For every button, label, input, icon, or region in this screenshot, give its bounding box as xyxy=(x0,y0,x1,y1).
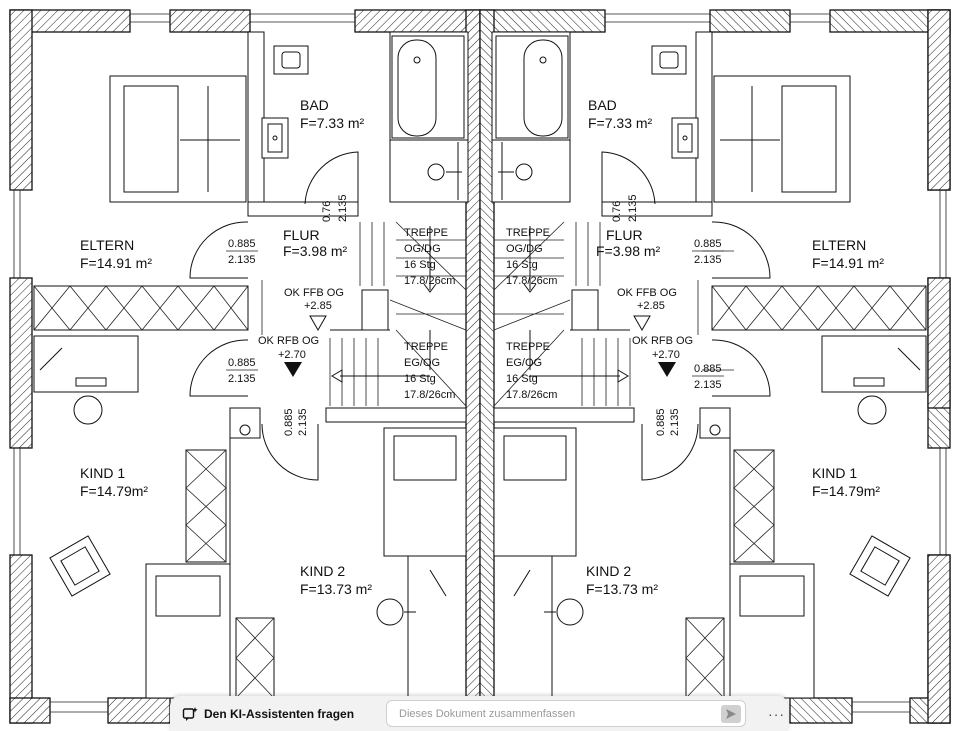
stair-eg-steps-right: 16 Stg xyxy=(506,373,538,385)
wall-top-right-mirror xyxy=(479,9,606,33)
stair-eg-rise-right: 17.8/26cm xyxy=(506,389,557,401)
wall-top-mid xyxy=(169,9,251,33)
send-icon xyxy=(726,708,737,719)
room-name-kind1: KIND 1 xyxy=(80,465,125,481)
door-dim-width-2-right: 0.885 xyxy=(694,363,722,375)
wall-right-top xyxy=(927,9,951,191)
stair-eg-name: TREPPE xyxy=(404,341,448,353)
door-dim-bath-width-right: 0.76 xyxy=(611,201,623,222)
stair-og-floors: OG/DG xyxy=(404,243,441,255)
house-half-right xyxy=(479,9,951,724)
ask-ai-assistant-label: Den KI-Assistenten fragen xyxy=(204,706,355,721)
wall-top-right xyxy=(354,9,481,33)
wall-left-top xyxy=(9,9,33,191)
wardrobe-band-mirror xyxy=(711,285,927,331)
room-name-bad: BAD xyxy=(300,97,329,113)
room-name-flur-right: FLUR xyxy=(606,227,643,243)
house-half-right-labels: BAD F=7.33 m² FLUR F=3.98 m² ELTERN F=14… xyxy=(506,97,884,597)
door-dim-vert-width: 0.885 xyxy=(283,408,295,436)
door-dim-vert-width-right: 0.885 xyxy=(655,408,667,436)
stair-og-name: TREPPE xyxy=(404,227,448,239)
room-area-kind2: F=13.73 m² xyxy=(300,581,372,597)
door-dim-width-2: 0.885 xyxy=(228,357,256,369)
level-rfb-label-right: OK RFB OG xyxy=(632,335,693,347)
level-rfb-label: OK RFB OG xyxy=(258,335,319,347)
room-name-kind1-right: KIND 1 xyxy=(812,465,857,481)
room-name-eltern: ELTERN xyxy=(80,237,134,253)
bathtub-mirror xyxy=(495,35,569,139)
more-options-button[interactable]: ··· xyxy=(768,705,786,722)
room-area-bad-right: F=7.33 m² xyxy=(588,115,653,131)
stair-og-rise: 17.8/26cm xyxy=(404,275,455,287)
level-ffb-label-right: OK FFB OG xyxy=(617,287,677,299)
level-ffb-label: OK FFB OG xyxy=(284,287,344,299)
wall-right-mid xyxy=(927,277,951,409)
room-name-eltern-right: ELTERN xyxy=(812,237,866,253)
stair-og-rise-right: 17.8/26cm xyxy=(506,275,557,287)
bed-kind2 xyxy=(383,427,467,557)
door-dim-width-right: 0.885 xyxy=(694,238,722,250)
door-dim-height-right: 2.135 xyxy=(694,254,722,266)
door-dim-bath-width: 0.76 xyxy=(321,201,333,222)
room-area-eltern: F=14.91 m² xyxy=(80,255,152,271)
room-area-flur-right: F=3.98 m² xyxy=(596,243,661,259)
wall-right-bottom xyxy=(927,554,951,724)
room-area-kind2-right: F=13.73 m² xyxy=(586,581,658,597)
stair-eg-floors: EG/OG xyxy=(404,357,440,369)
wall-top-mid-mirror xyxy=(709,9,791,33)
door-dim-height: 2.135 xyxy=(228,254,256,266)
ai-assistant-bar: Den KI-Assistenten fragen ··· xyxy=(170,696,788,731)
level-rfb-value: +2.70 xyxy=(278,349,306,361)
door-dim-vert-height: 2.135 xyxy=(297,408,309,436)
room-area-kind1: F=14.79m² xyxy=(80,483,148,499)
door-dim-bath-height: 2.135 xyxy=(337,194,349,222)
room-area-flur: F=3.98 m² xyxy=(283,243,348,259)
level-ffb-value-right: +2.85 xyxy=(637,300,665,312)
stair-eg-rise: 17.8/26cm xyxy=(404,389,455,401)
stair-eg-floors-right: EG/OG xyxy=(506,357,542,369)
room-name-kind2: KIND 2 xyxy=(300,563,345,579)
ai-prompt-field xyxy=(386,700,747,727)
level-rfb-value-right: +2.70 xyxy=(652,349,680,361)
door-dim-vert-height-right: 2.135 xyxy=(669,408,681,436)
bed-kind2-mirror xyxy=(493,427,577,557)
bed-kind1-mirror xyxy=(729,563,815,699)
stair-og-steps: 16 Stg xyxy=(404,259,436,271)
wall-bottom-left xyxy=(9,697,51,724)
ai-prompt-input[interactable] xyxy=(397,706,722,721)
door-dim-width: 0.885 xyxy=(228,238,256,250)
room-area-bad: F=7.33 m² xyxy=(300,115,365,131)
room-area-eltern-right: F=14.91 m² xyxy=(812,255,884,271)
bed-kind1 xyxy=(145,563,231,699)
stair-og-floors-right: OG/DG xyxy=(506,243,543,255)
house-half-left: BAD F=7.33 m² FLUR F=3.98 m² ELTERN F=14… xyxy=(9,9,481,724)
room-name-kind2-right: KIND 2 xyxy=(586,563,631,579)
level-ffb-value: +2.85 xyxy=(304,300,332,312)
send-button[interactable] xyxy=(721,704,742,723)
door-dim-bath-height-right: 2.135 xyxy=(627,194,639,222)
room-name-flur: FLUR xyxy=(283,227,320,243)
wall-left-mid xyxy=(9,277,33,449)
room-area-kind1-right: F=14.79m² xyxy=(812,483,880,499)
bathtub xyxy=(391,35,465,139)
stair-eg-steps: 16 Stg xyxy=(404,373,436,385)
stair-og-steps-right: 16 Stg xyxy=(506,259,538,271)
ai-sparkle-chat-icon xyxy=(182,706,198,721)
wall-bottom-mid-mirror xyxy=(789,697,853,724)
stair-og-name-right: TREPPE xyxy=(506,227,550,239)
wall-bottom-mid xyxy=(107,697,171,724)
stair-eg-name-right: TREPPE xyxy=(506,341,550,353)
door-dim-height-2: 2.135 xyxy=(228,373,256,385)
door-dim-height-2-right: 2.135 xyxy=(694,379,722,391)
wardrobe-band xyxy=(33,285,249,331)
room-name-bad-right: BAD xyxy=(588,97,617,113)
ask-ai-assistant-button[interactable]: Den KI-Assistenten fragen xyxy=(182,706,354,722)
